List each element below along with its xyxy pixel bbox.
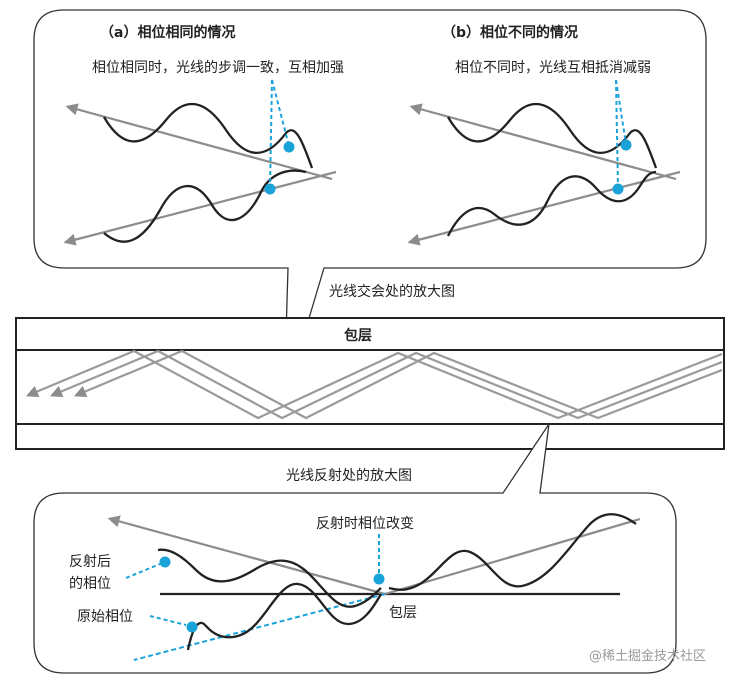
panel-b-guide-1 bbox=[615, 79, 627, 145]
panel-b-lower-ray bbox=[407, 170, 681, 246]
original-phase-dot bbox=[186, 621, 198, 633]
reflected-ray bbox=[107, 515, 386, 596]
original-phase-wave bbox=[186, 582, 383, 651]
optical-fiber: 包层 bbox=[15, 317, 725, 450]
fiber-cladding-label: 包层 bbox=[344, 327, 372, 344]
panel-b-title: （b）相位不同的情况 bbox=[442, 24, 578, 41]
top-magnified-callout: （a）相位相同的情况 相位相同时，光线的步调一致，互相加强 （b）相位不同的情况… bbox=[33, 9, 707, 403]
fiber-zigzag-rays bbox=[25, 349, 723, 420]
panel-b-phase-dot-upper bbox=[620, 139, 632, 151]
panel-b-lower-wave bbox=[446, 170, 657, 237]
panel-b-note: 相位不同时，光线互相抵消减弱 bbox=[455, 60, 651, 76]
panel-a-note: 相位相同时，光线的步调一致，互相加强 bbox=[92, 60, 344, 76]
reflected-wave bbox=[157, 548, 382, 608]
panel-b-phase-dot-lower bbox=[612, 183, 624, 195]
original-phase-guide bbox=[149, 615, 187, 626]
phase-change-label: 反射时相位改变 bbox=[316, 516, 414, 532]
phase-change-dot bbox=[373, 573, 385, 585]
bottom-callout-frame bbox=[33, 423, 677, 674]
watermark: @稀土掘金技术社区 bbox=[589, 648, 706, 664]
fiber-callout-top-label: 光线交会处的放大图 bbox=[329, 283, 455, 300]
bottom-magnified-callout: 反射时相位改变 反射后 的相位 原始相位 包层 bbox=[33, 423, 677, 674]
zigzag-ray-1 bbox=[25, 349, 723, 420]
zigzag-ray-3 bbox=[73, 349, 723, 420]
reflected-phase-guide bbox=[125, 563, 161, 579]
reflection-cladding-label: 包层 bbox=[389, 605, 417, 621]
reflected-phase-label-line2: 的相位 bbox=[69, 576, 111, 592]
panel-b-upper-ray bbox=[409, 103, 677, 181]
panel-a-phase-dot-upper bbox=[283, 141, 295, 153]
fiber-outer-frame bbox=[15, 317, 725, 450]
panel-a-in-phase: （a）相位相同的情况 相位相同时，光线的步调一致，互相加强 bbox=[63, 24, 344, 246]
panel-a-lower-ray bbox=[63, 170, 337, 246]
panel-a-guide-1 bbox=[271, 79, 290, 147]
panel-a-upper-wave bbox=[103, 102, 314, 169]
zigzag-ray-2 bbox=[49, 349, 723, 420]
reflected-phase-dot bbox=[159, 556, 171, 568]
fiber-callout-bottom-label: 光线反射处的放大图 bbox=[286, 468, 412, 484]
panel-a-title: （a）相位相同的情况 bbox=[100, 24, 235, 41]
reflected-phase-label-line1: 反射后 bbox=[69, 554, 111, 570]
incident-ray bbox=[384, 517, 641, 596]
panel-b-upper-wave bbox=[447, 102, 658, 169]
original-phase-label: 原始相位 bbox=[77, 609, 133, 625]
incident-wave bbox=[388, 513, 637, 591]
panel-a-upper-ray bbox=[65, 103, 333, 181]
panel-a-phase-dot-lower bbox=[264, 183, 276, 195]
panel-a-lower-wave bbox=[103, 169, 307, 243]
panel-b-out-of-phase: （b）相位不同的情况 相位不同时，光线互相抵消减弱 bbox=[407, 24, 681, 246]
